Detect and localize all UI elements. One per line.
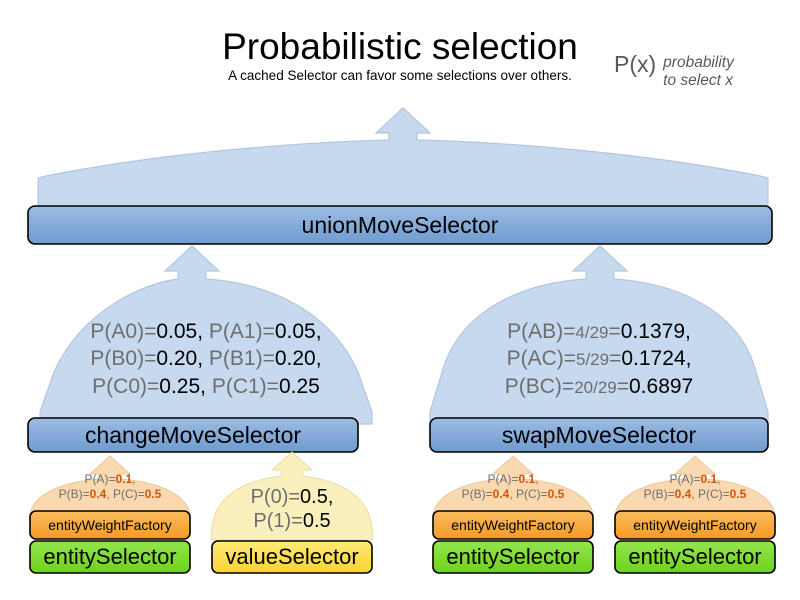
entity-weight-factory-label-1[interactable]: entityWeightFactory — [48, 517, 172, 533]
entity-selector-box-2[interactable] — [432, 540, 594, 574]
entity-weight-factory-label-3[interactable]: entityWeightFactory — [633, 517, 757, 533]
legend-description: probability to select x — [663, 52, 734, 91]
entity-selector-label-3[interactable]: entitySelector — [628, 544, 762, 569]
entity-weight-probability-2: P(A)=0.1,P(B)=0.4, P(C)=0.5 — [461, 472, 565, 501]
entity-weight-probability-3: P(A)=0.1,P(B)=0.4, P(C)=0.5 — [643, 472, 747, 501]
legend-line-1: probability — [663, 54, 734, 71]
entity-weight-factory-box-2[interactable] — [432, 510, 594, 540]
legend: P(x) probability to select x — [614, 52, 800, 91]
swap-move-selector-box[interactable] — [429, 417, 769, 453]
page-subtitle: A cached Selector can favor some selecti… — [228, 68, 572, 83]
change-probability-text: P(A0)=0.05, P(A1)=0.05,P(B0)=0.20, P(B1)… — [90, 320, 322, 398]
change-move-selector-box[interactable] — [27, 417, 359, 453]
entity-selector-label-2[interactable]: entitySelector — [446, 544, 580, 569]
page-title: Probabilistic selection — [222, 26, 578, 67]
entity-selector-box-1[interactable] — [29, 540, 191, 574]
entity-weight-factory-box-1[interactable] — [29, 510, 191, 540]
entity-weight-factory-box-3[interactable] — [614, 510, 776, 540]
union-move-selector-box[interactable] — [27, 205, 773, 245]
union-move-selector-label[interactable]: unionMoveSelector — [301, 211, 499, 238]
legend-line-2: to select x — [663, 72, 733, 90]
root-output-balloon — [37, 107, 769, 213]
entity-weight-probability-1: P(A)=0.1,P(B)=0.4, P(C)=0.5 — [58, 472, 162, 501]
value-selector-balloon — [210, 451, 374, 541]
entity-selector-label-1[interactable]: entitySelector — [43, 544, 177, 569]
entity-weight-factory-label-2[interactable]: entityWeightFactory — [451, 517, 575, 533]
change-move-selector-label[interactable]: changeMoveSelector — [84, 421, 302, 448]
change-move-selector-balloon — [39, 245, 373, 425]
value-selector-label[interactable]: valueSelector — [225, 544, 359, 569]
legend-symbol: P(x) — [614, 51, 657, 77]
value-selector-probability: P(0)=0.5,P(1)=0.5 — [250, 486, 334, 533]
swap-move-selector-label[interactable]: swapMoveSelector — [501, 421, 697, 448]
swap-probability-text: P(AB)=4/29=0.1379,P(AC)=5/29=0.1724,P(BC… — [504, 320, 694, 398]
entity-selector-box-3[interactable] — [614, 540, 776, 574]
value-selector-box[interactable] — [211, 540, 373, 574]
